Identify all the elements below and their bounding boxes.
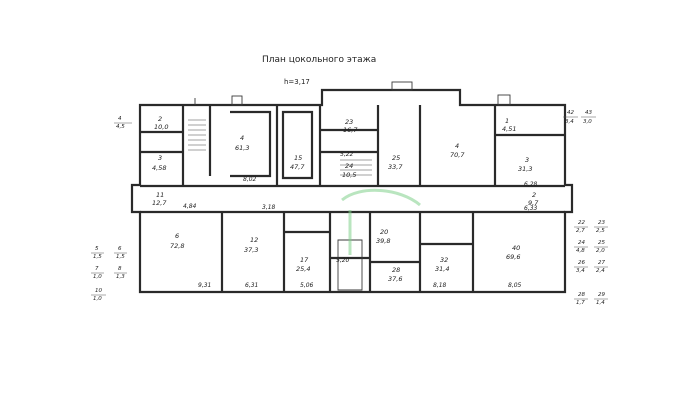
svg-text:4: 4 xyxy=(118,116,122,122)
room-labels: 2 10,0 3 4,58 4 61,3 15 47,7 23 16,7 24 … xyxy=(152,115,539,283)
svg-text:8: 8 xyxy=(118,266,122,272)
room-number: 2 xyxy=(158,115,162,123)
dimension-label: 8,18 xyxy=(433,282,447,289)
room-area: 61,3 xyxy=(235,144,249,152)
roof-projections xyxy=(194,81,511,106)
dimension-label: 6,28 xyxy=(524,181,538,188)
room-number: 28 xyxy=(392,266,400,274)
svg-text:24: 24 xyxy=(578,240,585,246)
svg-text:22: 22 xyxy=(578,220,585,226)
svg-text:2,7: 2,7 xyxy=(576,228,585,234)
room-number: 4 xyxy=(240,134,244,142)
room-area: 33,7 xyxy=(388,163,403,171)
svg-text:42: 42 xyxy=(567,110,574,116)
room-number: 3 xyxy=(158,154,162,162)
room-area: 39,8 xyxy=(376,237,390,245)
dimension-label: 4,84 xyxy=(183,203,197,210)
svg-text:3,4: 3,4 xyxy=(565,119,574,125)
dimension-label: 6,31 xyxy=(245,282,258,289)
svg-text:1,3: 1,3 xyxy=(116,274,125,280)
room-number: 17 xyxy=(300,256,309,264)
room-area: 72,8 xyxy=(170,242,184,250)
room-area: 37,6 xyxy=(388,275,402,283)
dimension-label: 8,02 xyxy=(243,176,257,183)
room-number: 11 xyxy=(156,191,164,199)
svg-text:3,0: 3,0 xyxy=(583,119,592,125)
room-area: 31,3 xyxy=(518,165,532,173)
svg-text:29: 29 xyxy=(598,292,605,298)
left-legend: 4 4,5 5 1,5 6 1,5 7 1,0 8 1,3 10 1,0 xyxy=(91,116,132,302)
watermark-logo xyxy=(341,188,421,255)
dimension-label: 3,18 xyxy=(262,204,276,211)
svg-text:23: 23 xyxy=(598,220,605,226)
svg-text:26: 26 xyxy=(578,260,585,266)
interior-walls-upper xyxy=(140,105,565,186)
room-area: 70,7 xyxy=(450,151,465,159)
stair-hatching xyxy=(188,119,372,176)
room-area: 47,7 xyxy=(290,163,305,171)
room-number: 2 xyxy=(532,191,536,199)
svg-text:7: 7 xyxy=(95,266,99,272)
right-legend: 42 3,4 43 3,0 22 2,7 23 2,5 24 4,8 25 2,… xyxy=(563,110,608,306)
svg-text:5: 5 xyxy=(95,246,99,252)
svg-text:4,8: 4,8 xyxy=(576,248,585,254)
room-area: 69,6 xyxy=(506,253,520,261)
dimension-labels: 8,02 4,84 9,31 6,31 5,06 5,20 5,22 6,28 … xyxy=(183,151,538,289)
svg-text:2,0: 2,0 xyxy=(596,248,605,254)
room-area: 10,5 xyxy=(342,171,356,179)
room-number: 25 xyxy=(392,154,400,162)
room-number: 40 xyxy=(512,244,520,252)
svg-text:1,0: 1,0 xyxy=(93,274,102,280)
svg-text:2,4: 2,4 xyxy=(596,268,605,274)
dimension-label: 5,22 xyxy=(340,151,354,158)
room-number: 20 xyxy=(380,228,388,236)
room-area: 4,51 xyxy=(502,125,516,133)
svg-text:2,5: 2,5 xyxy=(596,228,605,234)
room-number: 4 xyxy=(455,142,459,150)
svg-text:10: 10 xyxy=(95,288,102,294)
room-number: 3 xyxy=(525,156,529,164)
svg-text:1,7: 1,7 xyxy=(576,300,585,306)
svg-text:1,4: 1,4 xyxy=(596,300,605,306)
room-area: 12,7 xyxy=(152,199,167,207)
dimension-label: 5,20 xyxy=(336,257,350,264)
svg-text:4,5: 4,5 xyxy=(116,124,125,130)
room-number: 15 xyxy=(294,154,302,162)
svg-text:3,4: 3,4 xyxy=(576,268,585,274)
room-area: 10,0 xyxy=(154,123,168,131)
svg-text:1,5: 1,5 xyxy=(116,254,125,260)
svg-text:43: 43 xyxy=(585,110,592,116)
room-area: 16,7 xyxy=(343,126,358,134)
room-number: 24 xyxy=(345,162,353,170)
svg-text:6: 6 xyxy=(118,246,122,252)
svg-text:25: 25 xyxy=(598,240,605,246)
room-number: 23 xyxy=(345,118,353,126)
floor-height: h=3,17 xyxy=(284,78,310,86)
svg-text:27: 27 xyxy=(598,260,605,266)
room-area: 37,3 xyxy=(244,246,258,254)
room-number: 6 xyxy=(175,232,179,240)
plan-title: План цокольного этажа xyxy=(262,55,377,65)
interior-walls-lower xyxy=(220,212,475,292)
svg-text:1,5: 1,5 xyxy=(93,254,102,260)
room-area: 4,58 xyxy=(152,164,166,172)
svg-text:1,0: 1,0 xyxy=(93,296,102,302)
room-area: 25,4 xyxy=(296,265,310,273)
room-area: 31,4 xyxy=(435,265,449,273)
dimension-label: 8,05 xyxy=(508,282,522,289)
room-number: 12 xyxy=(250,236,258,244)
room-area: 9,7 xyxy=(528,199,539,207)
svg-text:28: 28 xyxy=(578,292,585,298)
dimension-label: 9,31 xyxy=(198,282,211,289)
dimension-label: 5,06 xyxy=(300,282,314,289)
room-number: 32 xyxy=(440,256,448,264)
dimension-label: 6,33 xyxy=(524,205,538,212)
room-number: 1 xyxy=(505,117,509,125)
